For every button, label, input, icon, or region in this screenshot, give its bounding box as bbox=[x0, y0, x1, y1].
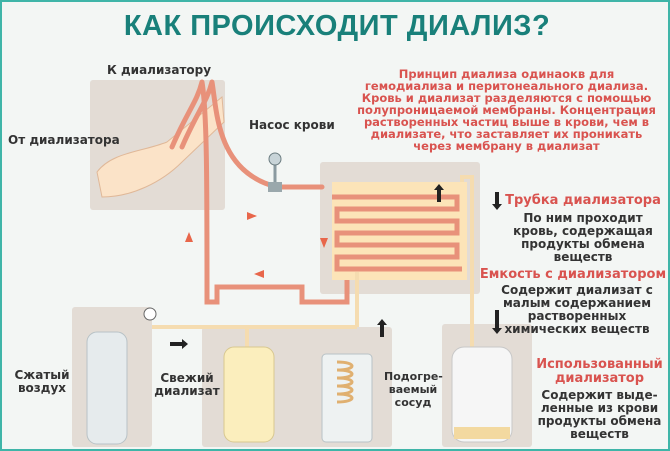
pressure-gauge-icon bbox=[143, 307, 157, 321]
principle-text: Принцип диализа одинаокв для гемодиализа… bbox=[357, 67, 656, 153]
legend-text-tank: Содержит диализат с малым содержанием ра… bbox=[501, 283, 653, 336]
dialyzer-tubes bbox=[332, 194, 462, 272]
blood-tube bbox=[169, 79, 350, 305]
fresh-dialysate-jar bbox=[223, 346, 275, 443]
page-title: КАК ПРОИСХОДИТ ДИАЛИЗ? bbox=[123, 10, 551, 42]
legend-text-used: Содержит выде-ленные из крови продукты о… bbox=[537, 388, 662, 441]
label-from-dialyzer: От диализатора bbox=[8, 133, 120, 147]
compressed-air-tank bbox=[86, 331, 128, 445]
heating-coil bbox=[336, 360, 354, 404]
blood-pump-icon bbox=[268, 152, 282, 192]
legend-title-tube: Трубка диализатора bbox=[505, 193, 661, 208]
flow-arrows bbox=[185, 212, 328, 278]
legend-title-used: Использованный диализатор bbox=[536, 357, 663, 386]
used-dialysate-jar bbox=[451, 346, 513, 443]
label-fresh-dialysate: Свежий диализат bbox=[154, 371, 220, 398]
heated-vessel bbox=[321, 353, 373, 443]
label-blood-pump: Насос крови bbox=[249, 118, 335, 132]
label-heated-vessel: Подогре-ваемый сосуд bbox=[384, 370, 443, 409]
legend-title-tank: Емкость с диализатором bbox=[479, 267, 667, 282]
label-compressed-air: Сжатый воздух bbox=[14, 368, 70, 395]
label-to-dialyzer: К диализатору bbox=[107, 63, 212, 77]
legend-text-tube: По ним проходит кровь, содержащая продук… bbox=[513, 211, 653, 264]
